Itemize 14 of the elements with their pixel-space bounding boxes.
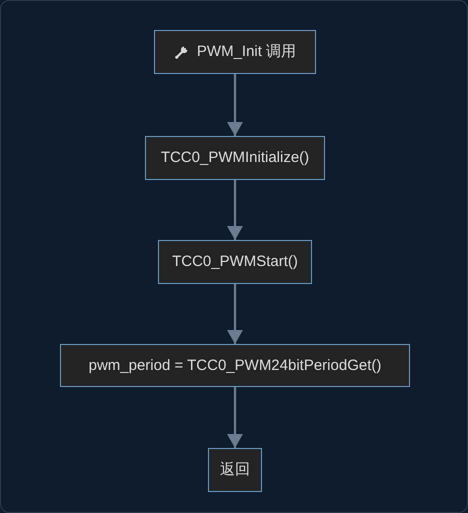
process-box [145, 136, 325, 180]
step-label: TCC0_PWMInitialize() [160, 149, 310, 167]
arrow [227, 284, 243, 344]
step-label: TCC0_PWMStart() [172, 253, 298, 271]
arrow [227, 387, 243, 448]
process-box [60, 344, 410, 387]
step-label: pwm_period = TCC0_PWM24bitPeriodGet() [88, 356, 382, 374]
step-label: PWM_Init 调用 [196, 43, 296, 61]
process-box [154, 30, 316, 74]
arrow [227, 180, 243, 240]
arrow [227, 74, 243, 136]
process-box [158, 240, 312, 284]
process-box [208, 448, 262, 492]
step-label: 返回 [220, 461, 250, 479]
